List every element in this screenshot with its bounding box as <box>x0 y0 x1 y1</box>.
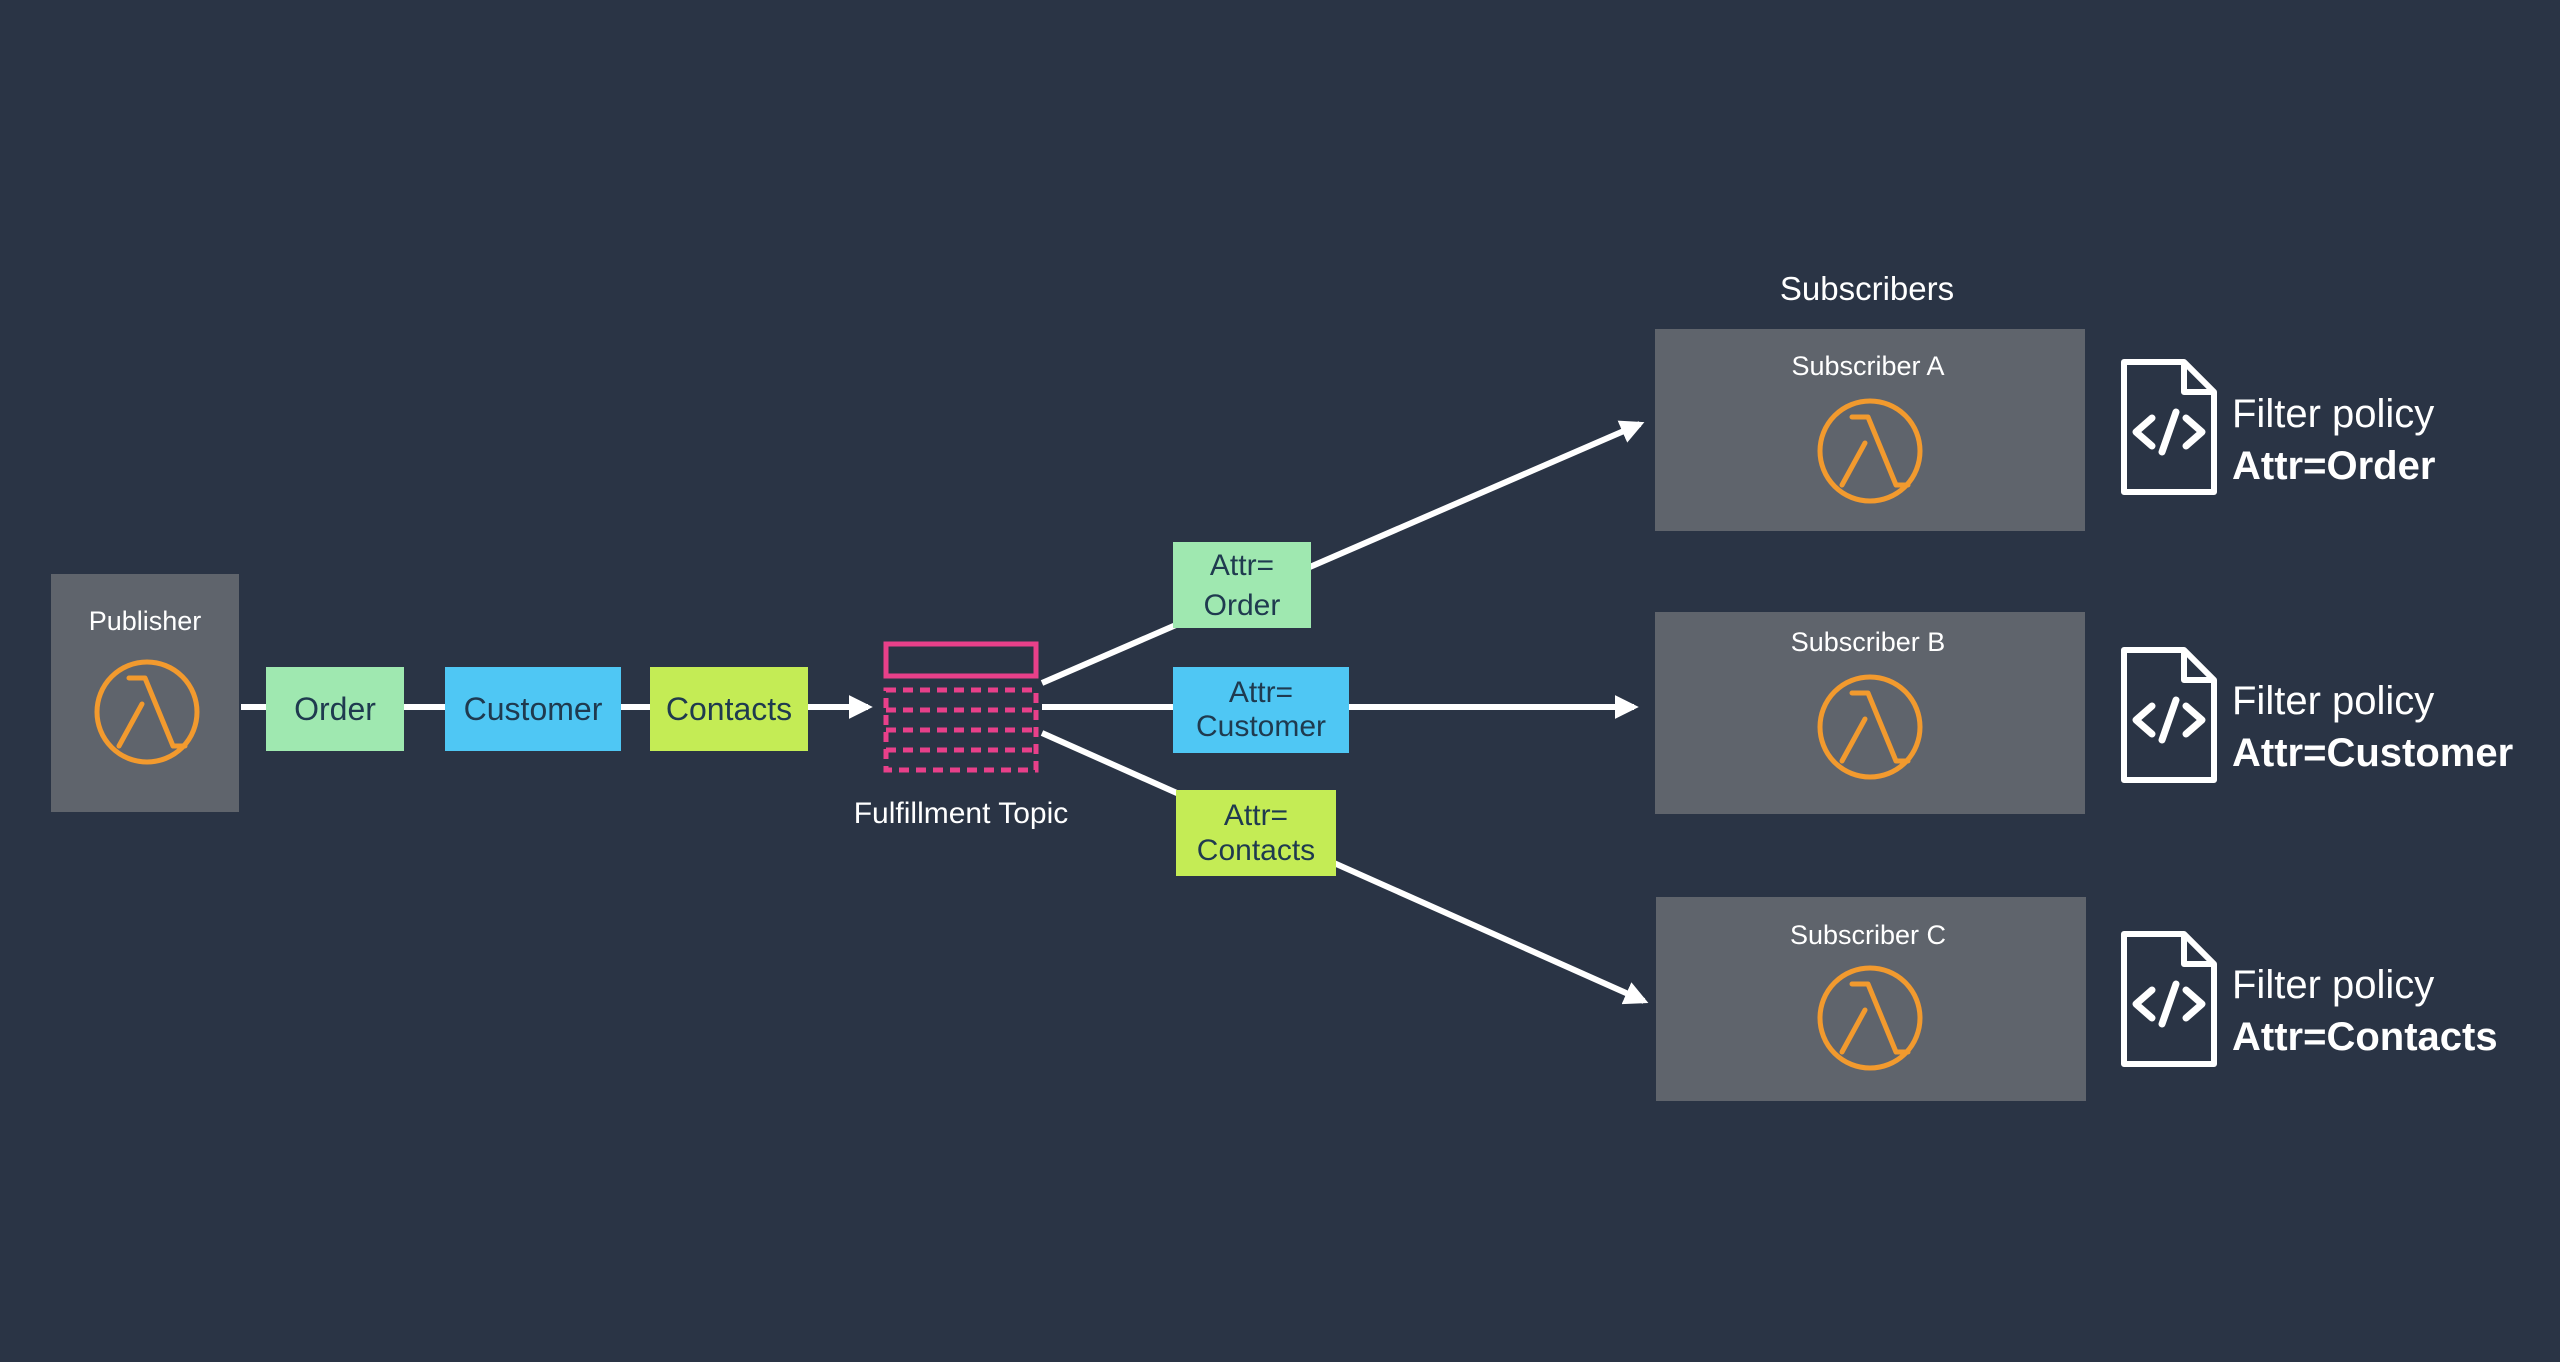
code-document-icon <box>2121 359 2217 495</box>
topic-node: Fulfillment Topic <box>854 641 1069 830</box>
lambda-icon <box>94 659 200 765</box>
message-order: Order <box>266 667 404 751</box>
policy-title: Filter policy <box>2232 963 2434 1007</box>
message-label: Contacts <box>666 691 792 727</box>
filter-policy-c: Filter policy Attr=Contacts <box>2121 931 2498 1067</box>
publisher-label: Publisher <box>89 606 202 636</box>
subscriber-label: Subscriber B <box>1791 627 1946 657</box>
publisher-box <box>51 574 239 812</box>
filtered-line1: Attr= <box>1224 799 1288 832</box>
topic-label: Fulfillment Topic <box>854 797 1069 830</box>
publisher-node: Publisher <box>51 574 239 812</box>
message-contacts: Contacts <box>650 667 808 751</box>
message-customer: Customer <box>445 667 621 751</box>
fanout-arrow-a <box>1040 420 1645 686</box>
subscriber-label: Subscriber A <box>1791 351 1944 381</box>
lambda-icon <box>1817 398 1923 504</box>
policy-title: Filter policy <box>2232 679 2434 723</box>
code-document-icon <box>2121 931 2217 1067</box>
filtered-line1: Attr= <box>1229 676 1293 709</box>
subscriber-b: Subscriber B <box>1655 612 2085 814</box>
topic-icon <box>883 641 1039 773</box>
filtered-line2: Contacts <box>1197 834 1315 867</box>
subscribers-heading: Subscribers <box>1780 270 1954 307</box>
subscriber-label: Subscriber C <box>1790 920 1946 950</box>
lambda-icon <box>1817 674 1923 780</box>
subscriber-c: Subscriber C <box>1656 897 2086 1101</box>
filtered-message-contacts: Attr= Contacts <box>1176 790 1336 876</box>
filtered-line1: Attr= <box>1210 549 1274 582</box>
filtered-line2: Order <box>1204 589 1281 622</box>
filter-policy-a: Filter policy Attr=Order <box>2121 359 2435 495</box>
policy-value: Attr=Order <box>2232 444 2435 488</box>
code-document-icon <box>2121 647 2217 783</box>
lambda-icon <box>1817 965 1923 1071</box>
subscriber-a: Subscriber A <box>1655 329 2085 531</box>
subscriber-box <box>1655 612 2085 814</box>
subscriber-box <box>1655 329 2085 531</box>
filter-policy-b: Filter policy Attr=Customer <box>2121 647 2513 783</box>
filtered-message-customer: Attr= Customer <box>1173 667 1349 753</box>
message-label: Order <box>294 691 376 727</box>
policy-value: Attr=Contacts <box>2232 1015 2498 1059</box>
message-label: Customer <box>464 691 603 727</box>
policy-title: Filter policy <box>2232 392 2434 436</box>
filtered-line2: Customer <box>1196 710 1326 743</box>
fanout-arrow-c <box>1040 730 1649 1005</box>
filtered-message-order: Attr= Order <box>1173 542 1311 628</box>
policy-value: Attr=Customer <box>2232 731 2513 775</box>
